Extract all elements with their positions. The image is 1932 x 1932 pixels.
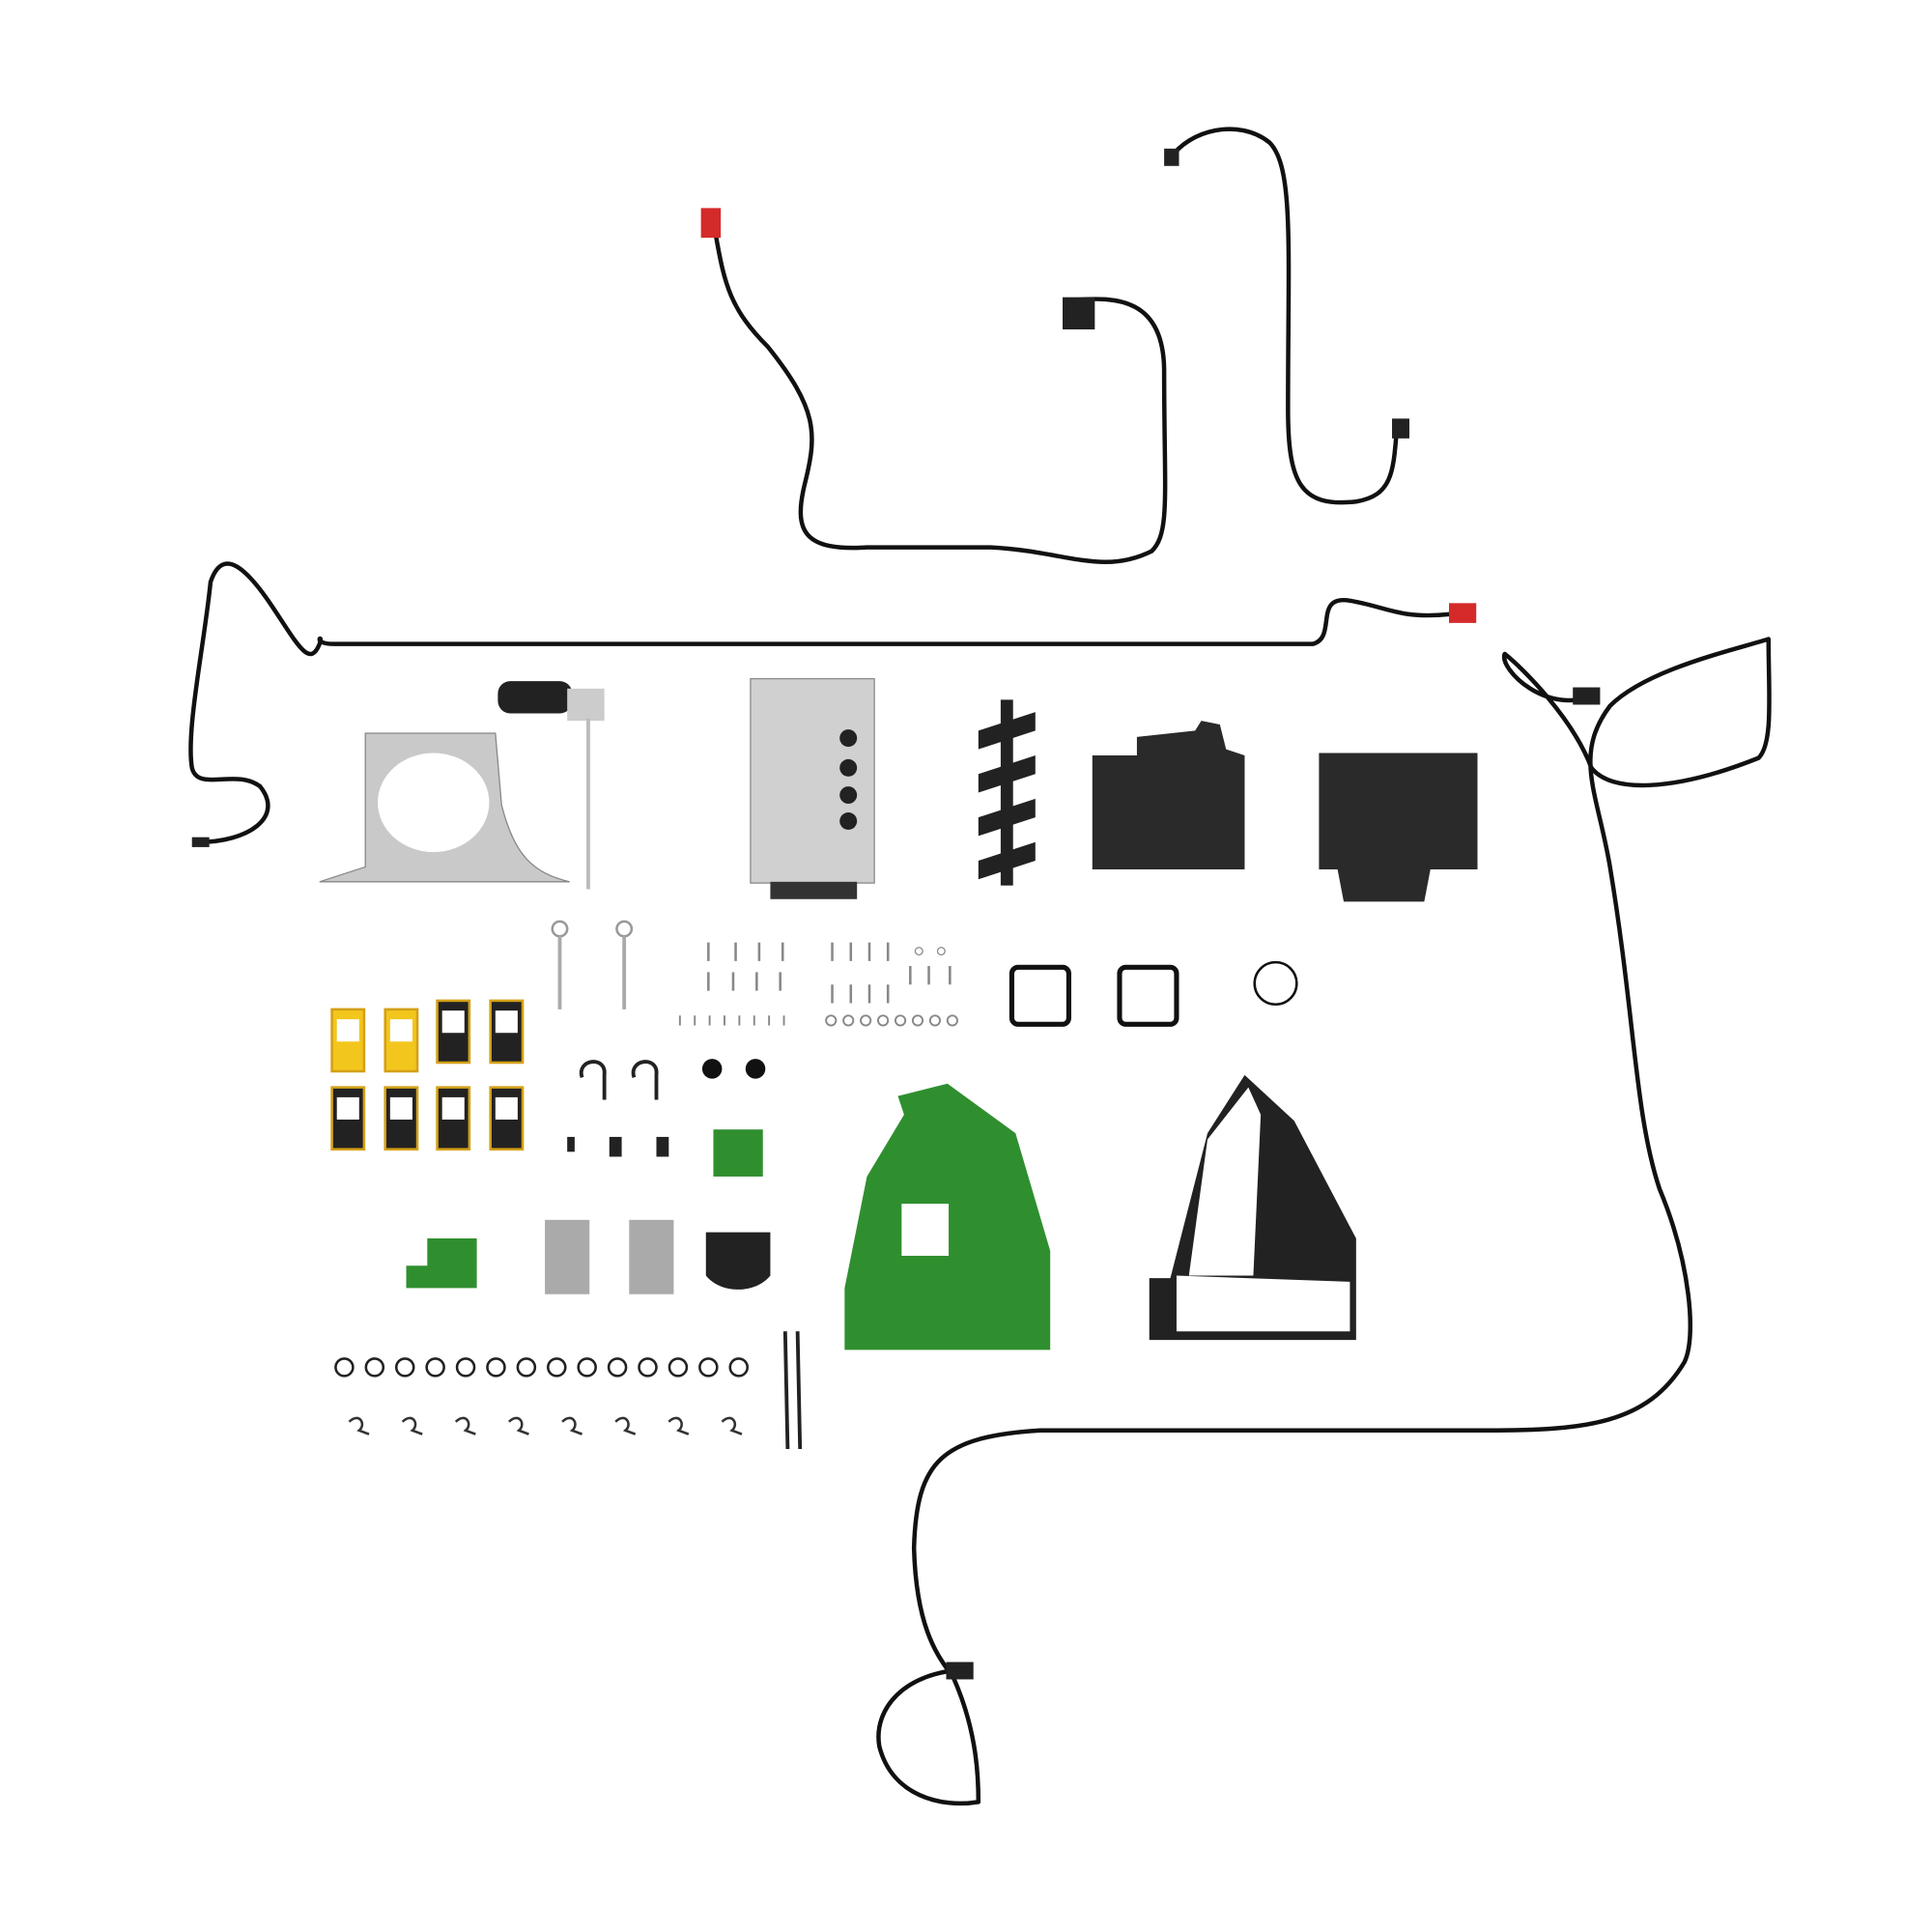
washer <box>842 1014 855 1027</box>
square-gasket <box>1009 964 1071 1027</box>
wiring-harness-long <box>188 561 1477 847</box>
decal-pictogram <box>336 1096 359 1120</box>
decal-pictogram <box>495 1010 518 1034</box>
hair-pin-clip <box>508 1416 529 1435</box>
washer <box>894 1014 907 1027</box>
clip <box>656 1136 669 1157</box>
washer <box>825 1014 838 1027</box>
auger-screw <box>978 699 1036 886</box>
red-connector <box>1449 603 1477 623</box>
hose-clip <box>728 1357 750 1378</box>
hose-clip <box>516 1357 537 1378</box>
square-gasket <box>1117 964 1179 1027</box>
hair-pin-clip <box>348 1416 370 1435</box>
rubber-plug <box>745 1059 766 1079</box>
decal-pictogram <box>495 1096 518 1120</box>
decal-pictogram <box>389 1019 412 1042</box>
warning-decals <box>330 999 525 1151</box>
harness-cable-right <box>876 637 1772 1806</box>
red-connector <box>700 208 722 239</box>
rubber-plug <box>701 1059 723 1079</box>
hook <box>579 1060 607 1100</box>
hose-clip <box>486 1357 506 1378</box>
wiring-harness-upper <box>700 127 1409 564</box>
harness-cable-b <box>1168 127 1400 505</box>
hose-clip <box>364 1357 385 1378</box>
black-housing-right <box>1319 753 1478 902</box>
decal-pictogram <box>389 1096 412 1120</box>
actuator-motor <box>497 681 605 890</box>
hose-clip <box>547 1357 567 1378</box>
washer <box>928 1014 942 1027</box>
decal-pictogram <box>441 1096 465 1120</box>
harness-cable-a <box>713 233 1168 564</box>
clip <box>567 1136 575 1152</box>
hair-pin-clip <box>614 1416 637 1435</box>
black-connector <box>1392 418 1409 439</box>
wiring-harness-right <box>876 637 1772 1806</box>
washer <box>860 1014 872 1027</box>
hose-clip <box>668 1357 689 1378</box>
black-frame-inner <box>1188 1087 1262 1276</box>
decal-pictogram <box>336 1019 359 1042</box>
washer <box>914 947 923 956</box>
washer <box>946 1014 958 1027</box>
washer <box>911 1014 924 1027</box>
hair-pin-clip <box>721 1416 743 1435</box>
hair-pin-clip <box>454 1416 476 1435</box>
hair-pin-clip <box>401 1416 423 1435</box>
electronic-controller <box>750 677 875 899</box>
latch-cover <box>705 1232 771 1290</box>
hose-clip <box>607 1357 628 1378</box>
decal-pictogram <box>441 1010 465 1034</box>
black-connector <box>1573 687 1601 705</box>
hair-pin-clip <box>668 1416 690 1435</box>
washer <box>877 1014 890 1027</box>
hose-clip <box>455 1357 476 1378</box>
black-connector <box>191 837 210 847</box>
o-ring <box>1253 960 1298 1007</box>
panel-window <box>901 1204 950 1256</box>
black-connector <box>946 1662 974 1680</box>
black-connector <box>1063 297 1095 330</box>
black-housing-left <box>1092 721 1245 869</box>
hair-pin-clip <box>561 1416 583 1435</box>
harness-cable-long <box>188 561 1452 845</box>
hose-clip <box>425 1357 445 1378</box>
pins <box>551 920 634 1009</box>
hardware-fasteners <box>678 942 958 1027</box>
hose-clip <box>334 1357 355 1378</box>
green-hinge-bracket <box>713 1129 763 1177</box>
hook <box>631 1060 659 1100</box>
washer <box>936 947 946 956</box>
hose-clip <box>698 1357 719 1378</box>
hose-clip <box>394 1357 415 1378</box>
green-bracket <box>406 1238 477 1289</box>
clip <box>609 1136 622 1157</box>
latch <box>545 1219 590 1294</box>
hair-pin-clips <box>334 1357 750 1435</box>
hose-clip <box>577 1357 597 1378</box>
latch <box>629 1219 674 1294</box>
cable-tie <box>782 1331 790 1450</box>
cable-tie <box>795 1331 803 1450</box>
hose-clip <box>638 1357 658 1378</box>
black-connector <box>1164 148 1179 166</box>
mounting-plate <box>319 732 570 883</box>
